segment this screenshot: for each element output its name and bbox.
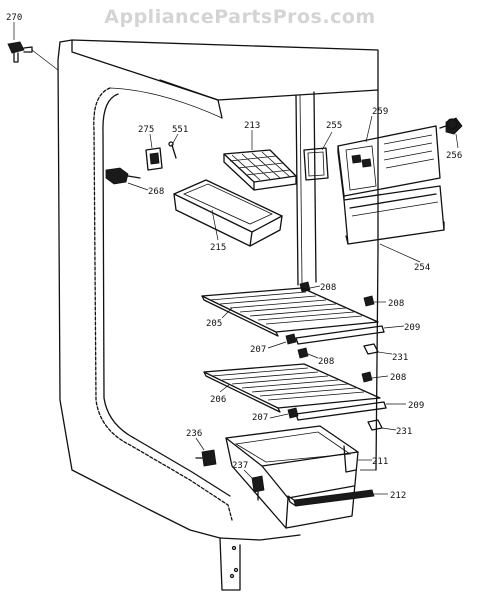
watermark: AppliancePartsPros.com xyxy=(104,6,376,28)
callout-231-a: 231 xyxy=(392,353,408,363)
callout-213: 213 xyxy=(244,121,260,131)
callout-259: 259 xyxy=(372,107,388,117)
callout-268: 268 xyxy=(148,187,164,197)
mullion-rail xyxy=(295,91,317,286)
cabinet-outline xyxy=(57,39,379,591)
callout-208-b: 208 xyxy=(388,299,404,309)
callout-209-b: 209 xyxy=(408,401,424,411)
callout-208-c: 208 xyxy=(318,357,334,367)
part-255-cover xyxy=(303,131,333,181)
callout-270: 270 xyxy=(6,13,22,23)
callout-207-b: 207 xyxy=(252,413,268,423)
part-211-crisper-pan xyxy=(225,425,372,529)
callout-209-a: 209 xyxy=(404,323,420,333)
callout-551: 551 xyxy=(172,125,188,135)
part-206-wire-shelf xyxy=(203,363,381,413)
callout-254: 254 xyxy=(414,263,430,273)
part-212-trim xyxy=(287,489,388,507)
part-231-clip-a xyxy=(363,343,393,355)
part-237-clip xyxy=(243,469,265,501)
part-205-wire-shelf xyxy=(201,287,379,337)
part-236-bracket xyxy=(195,437,217,467)
callout-205: 205 xyxy=(206,319,222,329)
callout-207-a: 207 xyxy=(250,345,266,355)
part-207-clip-a xyxy=(267,333,297,349)
callout-275: 275 xyxy=(138,125,154,135)
part-231-clip-b xyxy=(367,419,397,431)
callout-237: 237 xyxy=(232,461,248,471)
part-215-bin xyxy=(173,179,283,247)
part-268-knob xyxy=(105,167,149,191)
part-208-support-a xyxy=(299,281,321,293)
part-270-fitting xyxy=(7,22,59,71)
cabinet-liner xyxy=(93,87,233,521)
callout-256: 256 xyxy=(446,151,462,161)
callout-215: 215 xyxy=(210,243,226,253)
part-207-clip-b xyxy=(269,407,299,419)
callout-212: 212 xyxy=(390,491,406,501)
part-259-housing xyxy=(337,115,441,201)
part-254-shield xyxy=(343,185,445,263)
callout-labels: 270 275 551 213 255 259 256 268 215 254 … xyxy=(6,13,462,501)
part-213-ice-tray xyxy=(223,130,297,191)
part-208-support-b xyxy=(363,295,386,307)
part-208-support-c xyxy=(297,347,319,359)
callout-236: 236 xyxy=(186,429,202,439)
part-256-socket xyxy=(439,117,463,149)
part-208-support-d xyxy=(361,371,389,383)
callout-255: 255 xyxy=(326,121,342,131)
part-551-screw xyxy=(168,133,179,159)
callout-211: 211 xyxy=(372,457,388,467)
cabinet-fasteners xyxy=(229,545,239,579)
part-275-housing xyxy=(145,133,163,171)
callout-231-b: 231 xyxy=(396,427,412,437)
callout-208-d: 208 xyxy=(390,373,406,383)
part-209-trim-b xyxy=(295,401,406,421)
callout-208-a: 208 xyxy=(320,283,336,293)
callout-206: 206 xyxy=(210,395,226,405)
part-209-trim-a xyxy=(295,325,405,345)
